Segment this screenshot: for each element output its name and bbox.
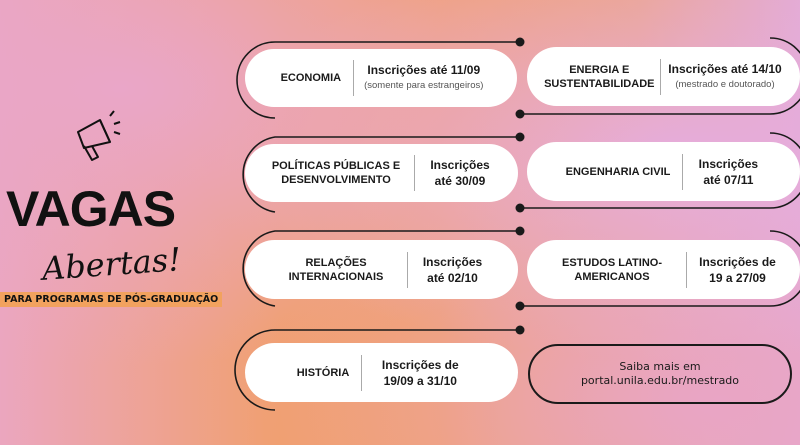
tagline: PARA PROGRAMAS DE PÓS-GRADUAÇÃO (0, 292, 223, 307)
page-title: VAGAS (6, 181, 176, 237)
program-date: Inscrições até 14/10 (668, 61, 782, 76)
program-date: Inscrições até 02/10 (422, 254, 483, 285)
program-name: ENGENHARIA CIVIL (565, 165, 671, 178)
divider (682, 153, 684, 190)
program-card-energia: ENERGIA E SUSTENTABILIDADE Inscrições at… (527, 47, 800, 106)
program-date: Inscrições até 30/09 (430, 158, 490, 188)
divider (361, 354, 363, 391)
program-card-economia: ECONOMIA Inscrições até 11/09 (somente pa… (245, 49, 517, 107)
program-note: (mestrado e doutorado) (675, 78, 775, 90)
program-date: Inscrições até 07/11 (698, 156, 759, 187)
program-name: ECONOMIA (280, 72, 342, 84)
program-name: HISTÓRIA (296, 366, 350, 379)
divider (406, 251, 408, 288)
program-name: ENERGIA E SUSTENTABILIDADE (544, 63, 655, 90)
divider (660, 58, 662, 95)
program-card-historia: HISTÓRIA Inscrições de 19/09 a 31/10 (245, 343, 518, 402)
divider (353, 60, 355, 96)
megaphone-icon (77, 110, 121, 161)
program-note: (somente para estrangeiros) (364, 80, 484, 91)
program-name: POLÍTICAS PÚBLICAS E DESENVOLVIMENTO (271, 160, 401, 186)
program-date: Inscrições de 19 a 27/09 (699, 254, 776, 285)
divider (685, 251, 687, 288)
program-name: ESTUDOS LATINO-AMERICANOS (561, 256, 662, 283)
program-name: RELAÇÕES INTERNACIONAIS (288, 256, 384, 283)
divider (414, 155, 415, 191)
more-info-text: Saiba mais em portal.unila.edu.br/mestra… (580, 360, 740, 387)
program-date: Inscrições de 19/09 a 31/10 (381, 357, 459, 388)
program-card-engenharia: ENGENHARIA CIVIL Inscrições até 07/11 (527, 142, 800, 201)
program-date: Inscrições até 11/09 (367, 63, 481, 77)
program-card-politicas: POLÍTICAS PÚBLICAS E DESENVOLVIMENTO Ins… (245, 144, 518, 202)
program-card-estudos: ESTUDOS LATINO-AMERICANOS Inscrições de … (527, 240, 800, 299)
more-info-link[interactable]: Saiba mais em portal.unila.edu.br/mestra… (528, 344, 792, 404)
program-card-relacoes: RELAÇÕES INTERNACIONAIS Inscrições até 0… (245, 240, 518, 299)
